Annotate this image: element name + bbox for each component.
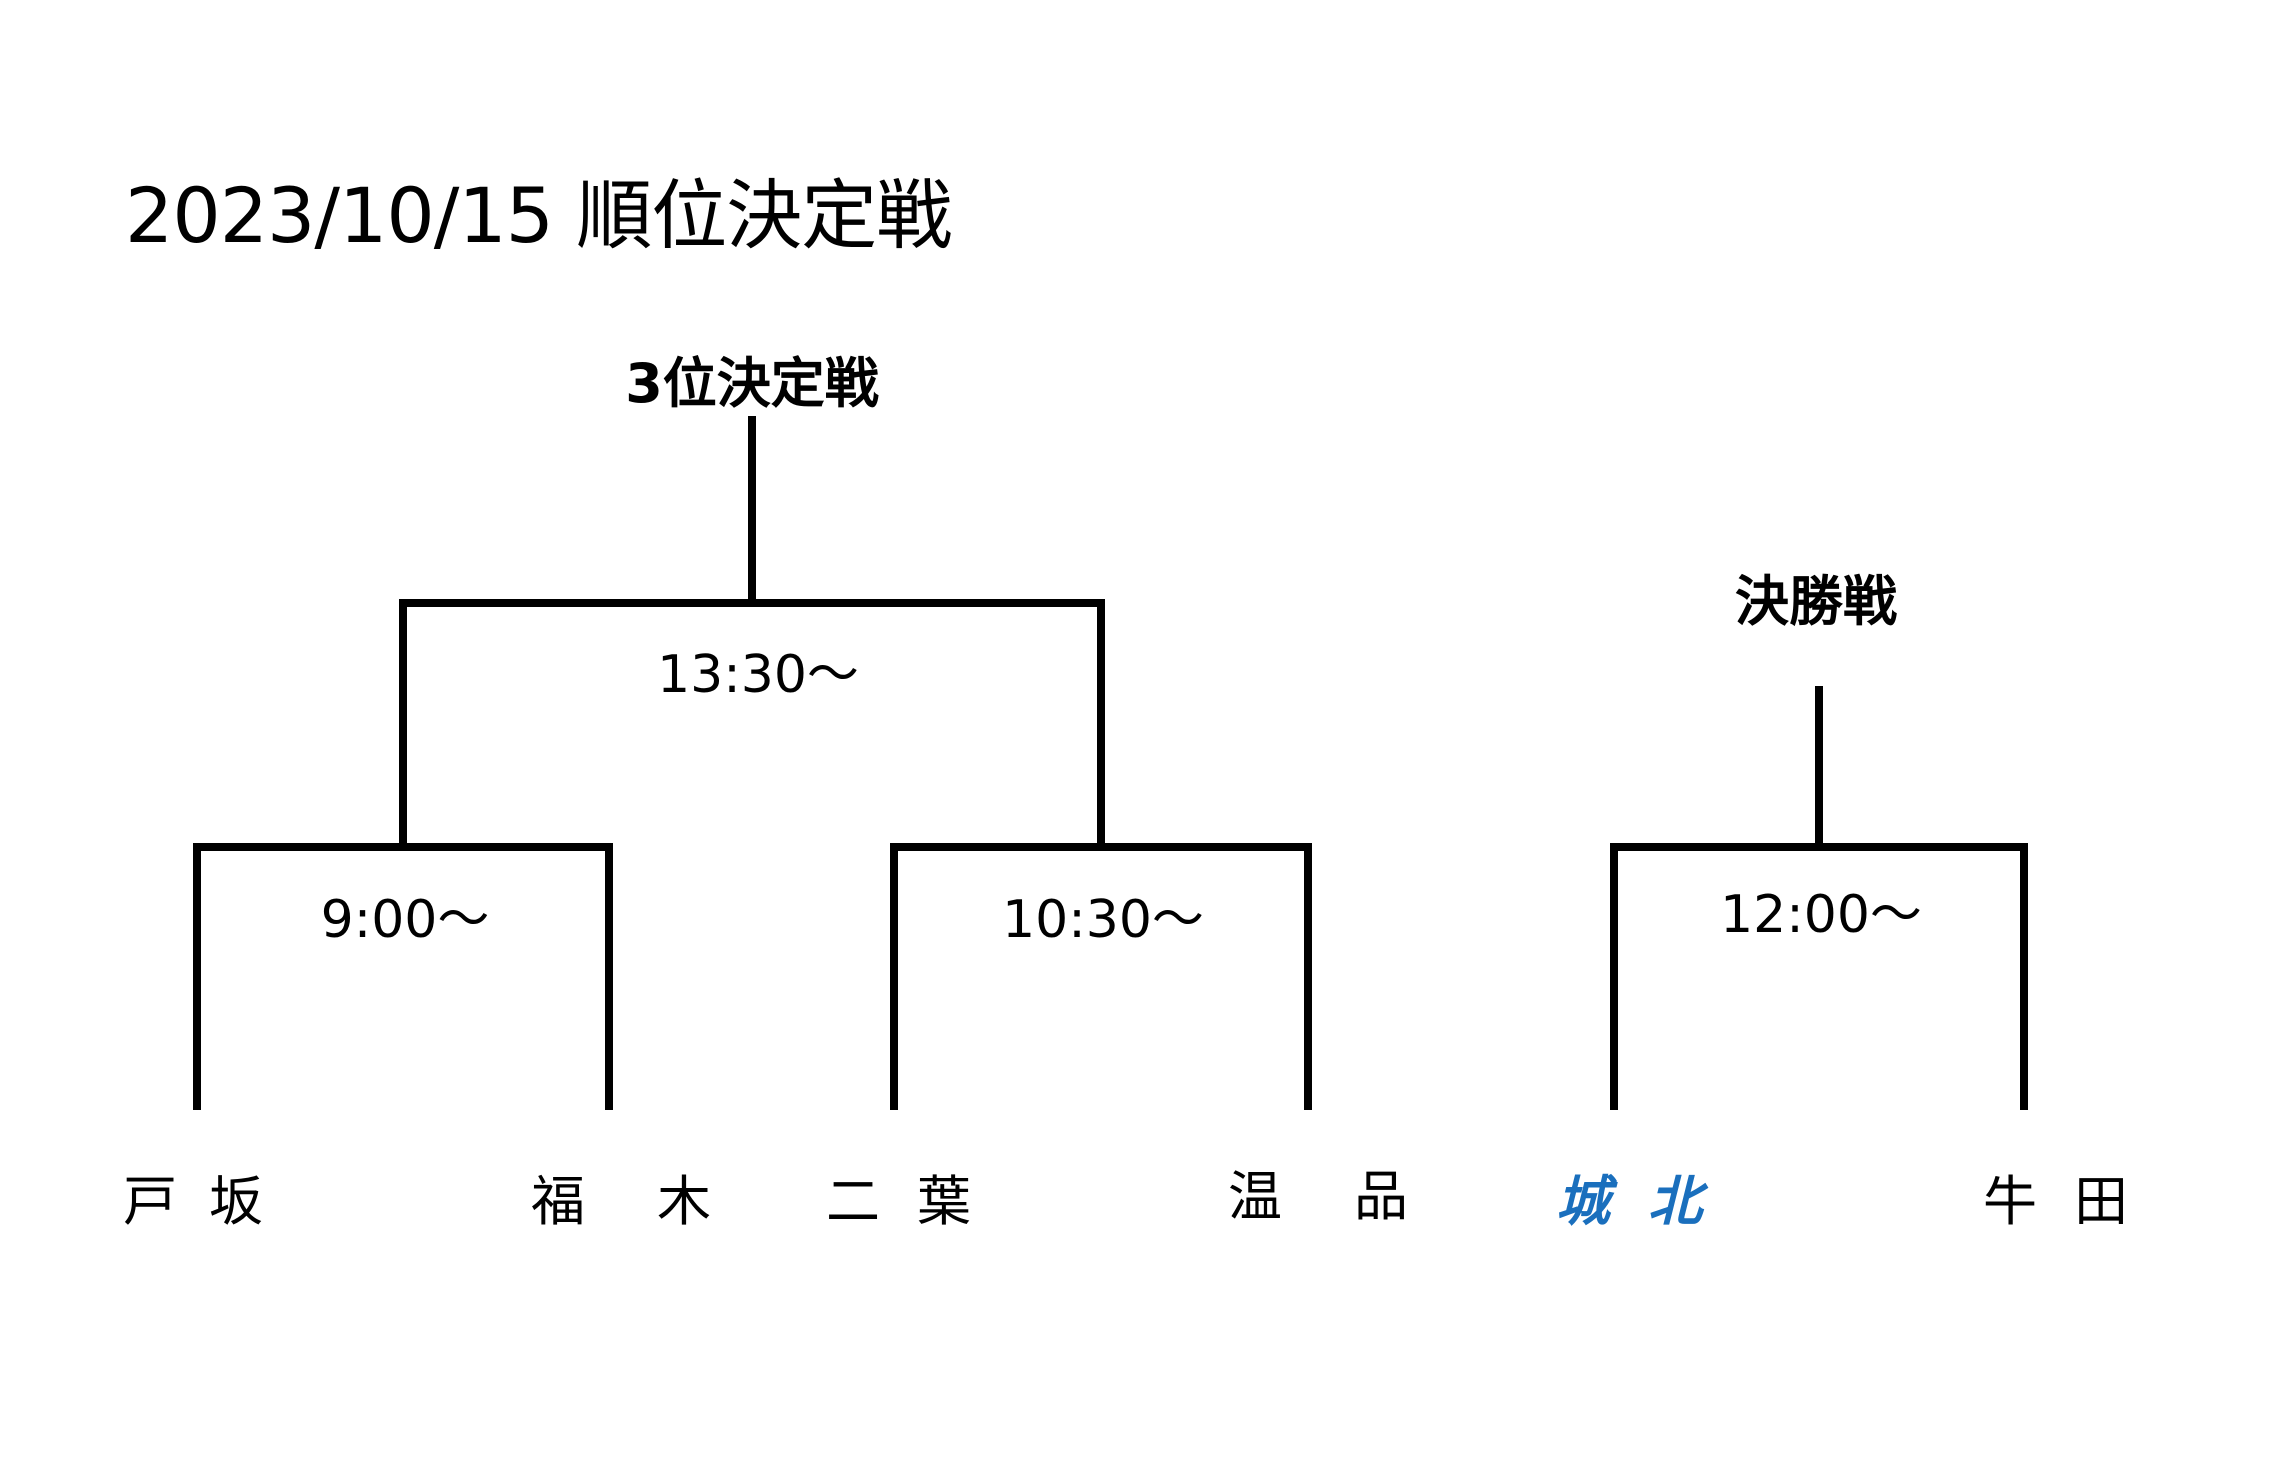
page-title: 2023/10/15 順位決定戦 xyxy=(125,171,952,260)
team-futaba-char-1: 二 xyxy=(826,1170,880,1233)
team-ushita-char-1: 牛 xyxy=(1983,1170,2037,1233)
bracket-match-2 xyxy=(890,843,1312,1110)
team-futaba-char-2: 葉 xyxy=(917,1170,971,1233)
match-1-time: 9:00～ xyxy=(320,890,490,950)
team-tosaka-char-2: 坂 xyxy=(209,1170,263,1233)
team-fukuki-char-2: 木 xyxy=(657,1170,711,1233)
team-ushita-char-2: 田 xyxy=(2074,1170,2128,1233)
team-tosaka-char-1: 戸 xyxy=(123,1170,177,1233)
team-johoku-char-1: 城 xyxy=(1556,1170,1610,1233)
match-2-time: 10:30～ xyxy=(1002,890,1204,950)
bracket-match-1 xyxy=(193,843,613,1110)
team-onshina-char-2: 品 xyxy=(1354,1165,1408,1228)
bracket-third-place xyxy=(399,599,1105,851)
team-fukuki-char-1: 福 xyxy=(531,1170,585,1233)
final-time: 12:00～ xyxy=(1720,885,1922,945)
third-place-time: 13:30～ xyxy=(657,645,859,705)
third-place-label: 3位決定戦 xyxy=(625,352,879,415)
team-johoku-char-2: 北 xyxy=(1648,1170,1702,1233)
team-onshina-char-1: 温 xyxy=(1228,1165,1282,1228)
final-label: 決勝戦 xyxy=(1735,570,1897,633)
